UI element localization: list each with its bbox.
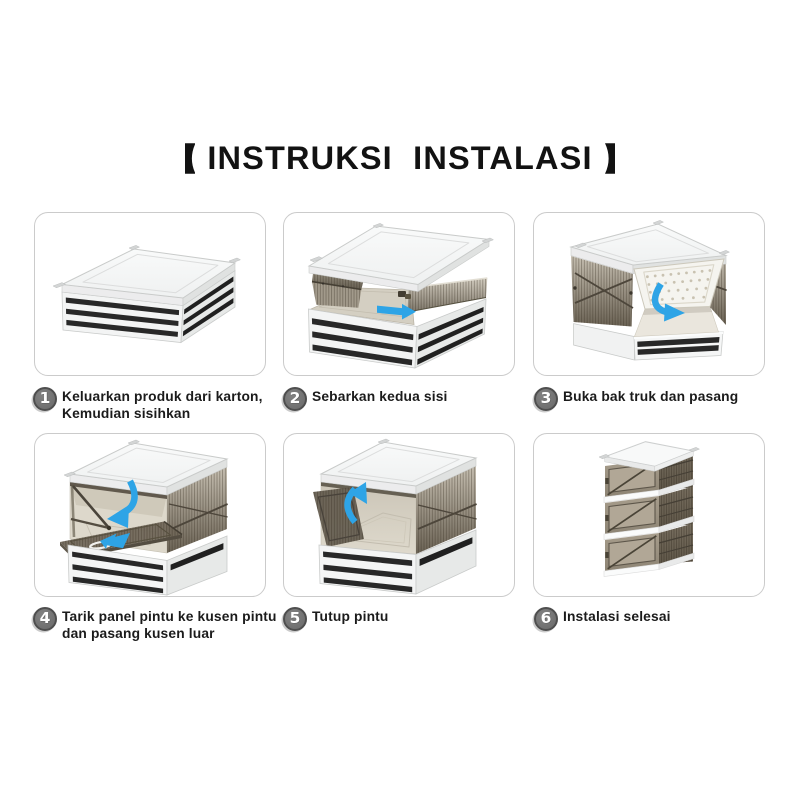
step-3-panel <box>533 212 765 376</box>
illustration-folded-flat-box <box>51 244 241 343</box>
step-5-number: 5 <box>289 608 301 627</box>
step-2-text: Sebarkan kedua sisi <box>312 388 448 404</box>
lid <box>51 244 241 306</box>
rim-1 <box>603 478 694 503</box>
front-slots <box>65 297 179 337</box>
step-6-caption: 6 Instalasi selesai <box>534 606 789 631</box>
illustration-door-pulled-out <box>59 439 229 596</box>
step-2-number-badge: 2 <box>283 386 307 411</box>
page-title-text: INSTRUKSI INSTALASI <box>207 140 593 176</box>
stacked-boxes <box>597 440 700 577</box>
step-3-caption: 3 Buka bak truk dan pasang <box>534 386 789 411</box>
right-mesh-face <box>166 466 228 553</box>
step-4-text: Tarik panel pintu ke kusen pintu dan pas… <box>62 608 277 642</box>
lid <box>318 438 478 494</box>
page-title: INSTRUKSI INSTALASI <box>0 140 800 176</box>
step-3-number-badge: 3 <box>534 386 558 411</box>
step-6-number-badge: 6 <box>534 606 558 631</box>
step-4-panel <box>34 433 266 597</box>
box-door-closing <box>312 438 478 595</box>
right-mesh-face <box>415 465 477 554</box>
rim-3 <box>603 552 694 577</box>
lid <box>62 439 229 495</box>
step-4-number: 4 <box>39 608 51 627</box>
arrow-curved-down-left-icon <box>106 478 138 528</box>
folded-box <box>51 244 241 343</box>
left-mesh-face <box>570 255 633 326</box>
box-flap-down <box>568 219 730 361</box>
right-lenticular-bracket-icon <box>604 142 616 174</box>
side-slots <box>182 276 233 336</box>
step-2-panel <box>283 212 515 376</box>
step-1-text: Keluarkan produk dari karton, Kemudian s… <box>62 388 263 422</box>
step-6-text: Instalasi selesai <box>563 608 671 624</box>
step-5-text: Tutup pintu <box>312 608 389 624</box>
top-lid <box>597 440 700 472</box>
door-frame <box>69 481 167 537</box>
rim-2 <box>603 515 694 540</box>
left-mesh-panel <box>311 273 363 308</box>
box-unit-3 <box>604 523 693 571</box>
step-5-caption: 5 Tutup pintu <box>283 606 538 631</box>
step-1-caption: 1 Keluarkan produk dari karton, Kemudian… <box>33 386 288 423</box>
right-mesh-strip <box>709 255 727 325</box>
step-4-caption: 4 Tarik panel pintu ke kusen pintu dan p… <box>33 606 288 643</box>
illustration-sides-spreading <box>307 222 494 369</box>
box-door-out <box>59 439 229 596</box>
step-3-text: Buka bak truk dan pasang <box>563 388 739 404</box>
step-1-panel <box>34 212 266 376</box>
base <box>572 322 723 361</box>
base <box>318 528 476 595</box>
spreading-box <box>307 222 494 369</box>
lifted-lid <box>307 222 494 292</box>
step-5-panel <box>283 433 515 597</box>
step-2-number: 2 <box>289 388 301 407</box>
base <box>67 534 227 596</box>
step-2-caption: 2 Sebarkan kedua sisi <box>283 386 538 411</box>
step-1-number-badge: 1 <box>33 386 57 411</box>
arrow-down-left-icon <box>99 532 130 549</box>
right-mesh-panel <box>397 276 487 313</box>
arrow-right-icon <box>376 303 416 319</box>
step-6-panel <box>533 433 765 597</box>
left-lenticular-bracket-icon <box>184 142 196 174</box>
base-tray <box>307 297 486 369</box>
step-6-number: 6 <box>540 608 552 627</box>
illustration-flap-folding-down <box>568 219 730 361</box>
illustration-door-closing <box>312 438 478 595</box>
illustration-stacked-boxes <box>597 440 700 577</box>
step-1-number: 1 <box>39 388 51 407</box>
step-5-number-badge: 5 <box>283 606 307 631</box>
arrow-curved-up-icon <box>343 481 367 524</box>
step-4-number-badge: 4 <box>33 606 57 631</box>
tilting-door <box>312 486 364 547</box>
arrow-curved-down-icon <box>651 281 685 321</box>
step-3-number: 3 <box>540 388 552 407</box>
box-unit-2 <box>604 486 693 534</box>
